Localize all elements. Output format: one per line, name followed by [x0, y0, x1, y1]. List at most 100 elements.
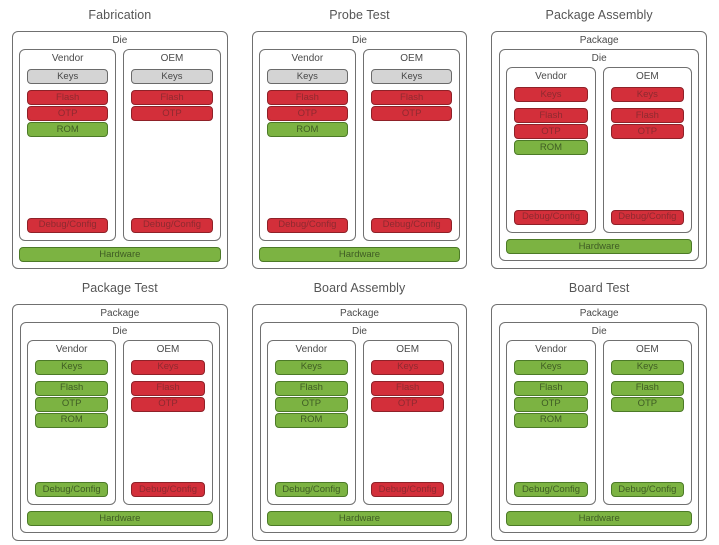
block-flash: Flash — [371, 380, 445, 396]
die-label: Die — [112, 325, 128, 337]
spacer-flex — [514, 155, 587, 210]
spacer-flex — [611, 412, 684, 483]
hardware-bar: Hardware — [258, 246, 461, 262]
block-debug-config: Debug/Config — [27, 217, 109, 233]
hardware-bar: Hardware — [266, 511, 453, 526]
block-keys: Keys — [514, 359, 588, 375]
block-rom: ROM — [27, 122, 109, 137]
panel-title: Probe Test — [329, 8, 390, 22]
block-otp: OTP — [131, 106, 213, 121]
block-flash: Flash — [266, 90, 348, 105]
block-debug-config: Debug/Config — [610, 482, 685, 497]
column-label-oem: OEM — [160, 53, 184, 64]
block-otp: OTP — [371, 106, 453, 121]
block-flash: Flash — [514, 108, 588, 123]
block-keys: Keys — [514, 87, 588, 102]
package-label: Package — [579, 307, 619, 319]
block-rom: ROM — [266, 122, 348, 137]
block-keys: Keys — [131, 69, 213, 84]
block-flash: Flash — [371, 90, 453, 105]
package-label: Package — [579, 35, 619, 46]
column-label-oem: OEM — [400, 53, 424, 64]
column-label-oem: OEM — [156, 343, 180, 355]
block-rom: ROM — [514, 412, 588, 428]
hardware-bar: Hardware — [506, 511, 692, 526]
spacer-flex — [371, 121, 452, 218]
block-debug-config: Debug/Config — [35, 482, 109, 497]
column-label-vendor: Vendor — [291, 53, 324, 64]
block-keys: Keys — [35, 359, 109, 375]
block-flash: Flash — [610, 380, 685, 396]
block-keys: Keys — [371, 359, 445, 375]
package-label: Package — [100, 307, 140, 319]
column-label-vendor: Vendor — [535, 343, 567, 355]
column-label-vendor: Vendor — [295, 343, 328, 355]
block-flash: Flash — [514, 380, 588, 396]
block-rom: ROM — [514, 140, 588, 155]
spacer-flex — [35, 428, 108, 483]
block-otp: OTP — [610, 396, 685, 412]
spacer-flex — [131, 121, 212, 218]
block-flash: Flash — [35, 380, 109, 396]
block-keys: Keys — [266, 69, 348, 84]
column-label-vendor: Vendor — [535, 71, 567, 82]
spacer-flex — [514, 428, 587, 483]
block-flash: Flash — [131, 90, 213, 105]
die-label: Die — [591, 53, 607, 64]
spacer-flex — [611, 139, 684, 210]
die-label: Die — [351, 35, 367, 46]
panel-title: Board Test — [568, 280, 630, 295]
block-debug-config: Debug/Config — [610, 209, 685, 225]
column-label-vendor: Vendor — [51, 53, 84, 64]
block-debug-config: Debug/Config — [371, 482, 445, 497]
hardware-bar: Hardware — [19, 246, 221, 262]
panel-title: Package Test — [81, 280, 158, 295]
block-otp: OTP — [514, 396, 588, 412]
spacer-flex — [131, 412, 204, 483]
block-flash: Flash — [274, 380, 348, 396]
panel-title: Board Assembly — [313, 280, 406, 295]
column-label-oem: OEM — [396, 343, 420, 355]
spacer-flex — [27, 137, 108, 218]
block-otp: OTP — [131, 396, 205, 412]
block-flash: Flash — [610, 108, 685, 123]
block-debug-config: Debug/Config — [131, 217, 213, 233]
block-debug-config: Debug/Config — [371, 217, 453, 233]
block-flash: Flash — [131, 380, 205, 396]
